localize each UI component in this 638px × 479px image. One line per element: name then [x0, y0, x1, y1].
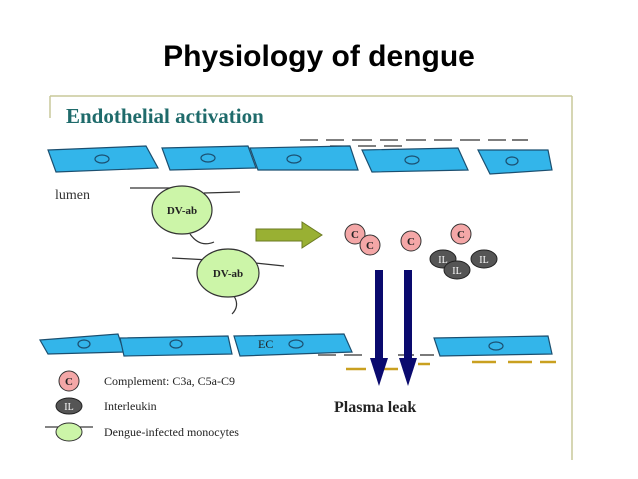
plasma-leak-arrows: [370, 270, 417, 386]
interleukin-symbol: IL: [479, 255, 488, 266]
cell-nucleus: [94, 154, 110, 164]
cell-nucleus: [286, 154, 302, 164]
figure-heading: Endothelial activation: [66, 104, 264, 128]
legend-complement-symbol: C: [65, 376, 73, 388]
legend-interleukin-label: Interleukin: [104, 399, 157, 413]
cell-nucleus: [288, 339, 304, 349]
activation-arrow: [255, 221, 323, 249]
bottom-endothelial-layer: EC: [39, 333, 553, 357]
monocyte-label: DV-ab: [213, 268, 243, 280]
top-gap-dashes: [300, 139, 528, 147]
leak-arrow-shaft: [375, 270, 383, 360]
cell-nucleus: [169, 339, 183, 349]
dengue-monocyte: DV-ab: [171, 248, 285, 315]
leak-arrow-shaft: [404, 270, 412, 360]
plasma-leak-label: Plasma leak: [334, 399, 416, 416]
complement-symbol: C: [407, 236, 415, 248]
legend: C Complement: C3a, C5a-C9 IL Interleukin…: [45, 370, 239, 442]
monocyte-label: DV-ab: [167, 205, 197, 217]
cell-nucleus: [505, 156, 519, 166]
lumen-label: lumen: [55, 188, 90, 203]
interleukin-ellipse: [470, 249, 498, 269]
complement-circle: [400, 230, 422, 252]
cell-nucleus: [77, 339, 91, 349]
complement-circle: [450, 223, 472, 245]
interleukin-cluster: IL IL IL: [429, 249, 498, 280]
cell-nucleus: [404, 155, 420, 165]
leak-arrow-head: [370, 358, 388, 386]
complement-symbol: C: [457, 229, 465, 241]
legend-monocyte-label: Dengue-infected monocytes: [104, 425, 239, 439]
complement-symbol: C: [366, 240, 374, 252]
leak-arrow-head: [399, 358, 417, 386]
interleukin-ellipse: [443, 260, 471, 280]
interleukin-symbol: IL: [452, 266, 461, 277]
legend-interleukin-swatch: [55, 397, 83, 415]
ec-label: EC: [258, 337, 273, 351]
cell-nucleus: [200, 153, 216, 163]
slide-title: Physiology of dengue: [163, 40, 475, 73]
cell-nucleus: [488, 341, 504, 351]
complement-symbol: C: [351, 229, 359, 241]
complement-circle: [344, 223, 366, 245]
dengue-monocyte: DV-ab: [130, 185, 241, 245]
endothelial-cell: [249, 145, 359, 171]
complement-circle: [359, 234, 381, 256]
legend-complement-label: Complement: C3a, C5a-C9: [104, 374, 235, 388]
legend-interleukin-symbol: IL: [64, 402, 73, 413]
interleukin-symbol: IL: [438, 255, 447, 266]
complement-cluster: C C C C: [344, 223, 472, 256]
legend-monocyte-swatch: [55, 422, 83, 442]
top-endothelial-layer: [47, 145, 553, 175]
legend-complement-swatch: [58, 370, 80, 392]
